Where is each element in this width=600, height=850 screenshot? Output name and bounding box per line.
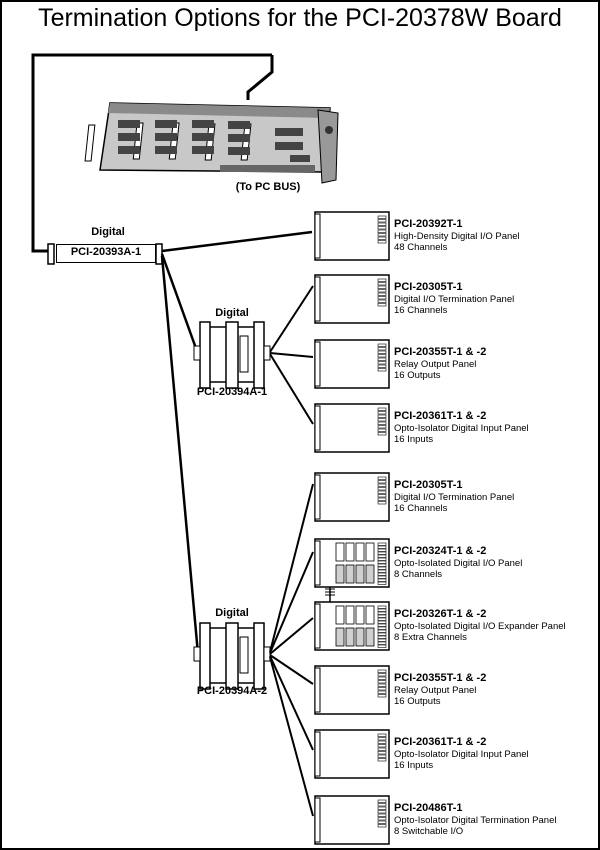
panel-detail: 16 Inputs: [394, 434, 434, 445]
panel-description: Opto-Isolator Digital Input Panel: [394, 423, 529, 434]
panel-part-number: PCI-20324T-1 & -2: [394, 545, 487, 557]
panel-description: High-Density Digital I/O Panel: [394, 231, 520, 242]
panel-description: Digital I/O Termination Panel: [394, 294, 515, 305]
panel-part-number: PCI-20355T-1 & -2: [394, 346, 487, 358]
panel-detail: 16 Inputs: [394, 760, 434, 771]
panel-description: Relay Output Panel: [394, 685, 477, 696]
hub2-part: PCI-20394A-2: [196, 685, 268, 697]
panel-part-number: PCI-20305T-1: [394, 479, 463, 491]
main-cable-caption: Digital: [91, 226, 125, 238]
panel-detail: 48 Channels: [394, 242, 448, 253]
panel-detail: 8 Extra Channels: [394, 632, 467, 643]
panel-description: Opto-Isolator Digital Input Panel: [394, 749, 529, 760]
panel-detail: 16 Channels: [394, 305, 448, 316]
termination-panel-5: [314, 472, 390, 522]
panel-part-number: PCI-20486T-1: [394, 802, 463, 814]
termination-panel-7: [314, 601, 390, 651]
hub1-connector: [193, 321, 271, 389]
hub1-part: PCI-20394A-1: [196, 386, 268, 398]
hub1-caption: Digital: [215, 307, 249, 319]
panel-description: Opto-Isolated Digital I/O Expander Panel: [394, 621, 566, 632]
termination-panel-6: [314, 538, 390, 588]
panel-part-number: PCI-20305T-1: [394, 281, 463, 293]
termination-panel-9: [314, 729, 390, 779]
panel-part-number: PCI-20326T-1 & -2: [394, 608, 487, 620]
panel-detail: 8 Channels: [394, 569, 443, 580]
panel-part-number: PCI-20392T-1: [394, 218, 463, 230]
termination-panel-2: [314, 274, 390, 324]
panel-detail: 8 Switchable I/O: [394, 826, 464, 837]
panel-description: Opto-Isolator Digital Termination Panel: [394, 815, 557, 826]
panel-detail: 16 Outputs: [394, 696, 441, 707]
hub2-connector: [193, 622, 271, 690]
panel-description: Opto-Isolated Digital I/O Panel: [394, 558, 523, 569]
main-cable-part: PCI-20393A-1: [56, 244, 156, 263]
pci-board-image: [84, 102, 339, 184]
diagram-title: Termination Options for the PCI-20378W B…: [38, 4, 562, 32]
panel-detail: 16 Outputs: [394, 370, 441, 381]
panel-description: Digital I/O Termination Panel: [394, 492, 515, 503]
termination-panel-10: [314, 795, 390, 845]
hub2-caption: Digital: [215, 607, 249, 619]
panel-detail: 16 Channels: [394, 503, 448, 514]
panel-part-number: PCI-20361T-1 & -2: [394, 736, 487, 748]
ribbon-cable-loop: [31, 53, 272, 253]
panel-part-number: PCI-20361T-1 & -2: [394, 410, 487, 422]
termination-panel-1: [314, 211, 390, 261]
termination-panel-3: [314, 339, 390, 389]
pc-bus-label: (To PC BUS): [235, 181, 301, 193]
ribbon-cable-line: [246, 55, 274, 100]
panel-description: Relay Output Panel: [394, 359, 477, 370]
panel-part-number: PCI-20355T-1 & -2: [394, 672, 487, 684]
termination-panel-4: [314, 403, 390, 453]
termination-panel-8: [314, 665, 390, 715]
